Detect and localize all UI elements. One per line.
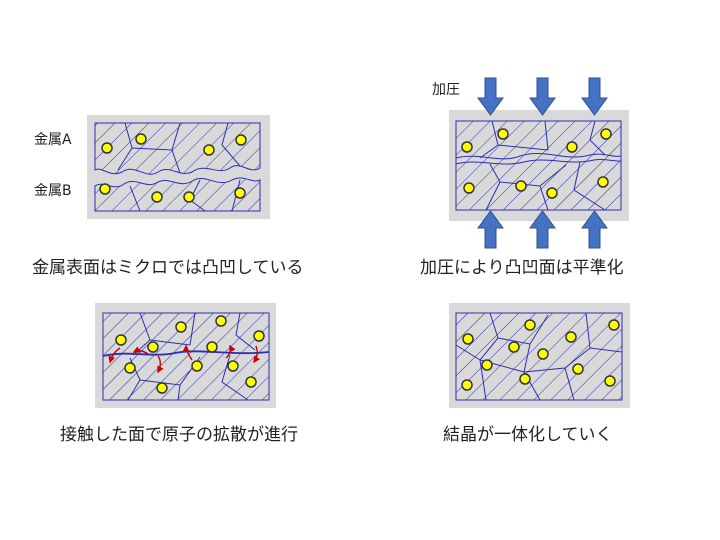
- grain-boundaries-4: [455, 312, 623, 401]
- metal-pressed-block: [455, 120, 622, 211]
- label-metal-a: 金属A: [34, 132, 72, 148]
- diffusion-arrow-icon: [157, 355, 164, 374]
- diffusion-arrow-icon: [182, 344, 193, 361]
- atoms-1: [99, 133, 247, 203]
- pressure-arrows-top: [477, 77, 608, 116]
- panel-2-pressurized: 加圧 加圧により凸凹面は平準化: [420, 77, 629, 278]
- diffusion-arrow-icon: [132, 346, 149, 355]
- diffusion-arrow-icon: [108, 347, 121, 364]
- down-arrow-icon: [581, 77, 608, 116]
- up-arrow-icon: [529, 210, 556, 249]
- atoms-2: [461, 128, 612, 199]
- atoms-3: [115, 315, 265, 394]
- grain-boundaries-2: [455, 120, 622, 211]
- label-pressure: 加圧: [432, 82, 460, 98]
- diffusion-arrow-icon: [253, 345, 261, 364]
- panel-4-unified-crystal: 結晶が一体化していく: [443, 303, 630, 445]
- caption-panel-2: 加圧により凸凹面は平準化: [420, 258, 624, 278]
- panel-1-rough-surfaces: 金属A 金属B 金属表面はミクロでは凸凹している: [32, 115, 304, 278]
- diffusion-arrows: [108, 344, 261, 374]
- caption-panel-3: 接触した面で原子の拡散が進行: [60, 425, 298, 445]
- atoms-4: [461, 319, 620, 391]
- down-arrow-icon: [477, 77, 504, 116]
- pressure-arrows-bottom: [477, 210, 608, 249]
- panel-3-diffusion: 接触した面で原子の拡散が進行: [60, 303, 298, 445]
- caption-panel-1: 金属表面はミクロでは凸凹している: [32, 258, 304, 278]
- up-arrow-icon: [477, 210, 504, 249]
- down-arrow-icon: [529, 77, 556, 116]
- diffusion-arrow-icon: [225, 344, 236, 359]
- label-metal-b: 金属B: [34, 183, 72, 199]
- up-arrow-icon: [581, 210, 608, 249]
- caption-panel-4: 結晶が一体化していく: [443, 425, 613, 445]
